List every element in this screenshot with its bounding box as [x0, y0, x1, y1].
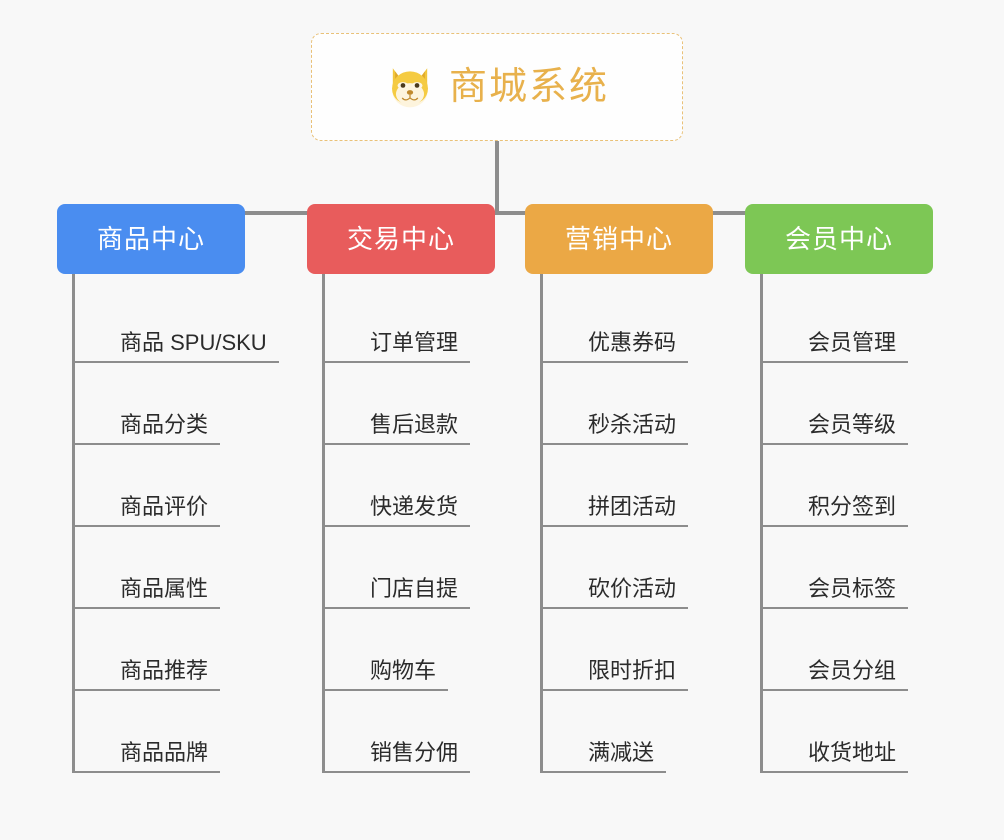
- leaf-item[interactable]: 商品属性: [75, 527, 245, 609]
- leaf-label: 砍价活动: [588, 575, 677, 601]
- leaf-item[interactable]: 商品分类: [75, 363, 245, 445]
- leaf-label: 门店自提: [370, 575, 459, 601]
- category-header-4[interactable]: 会员中心: [745, 204, 933, 274]
- leaf-item[interactable]: 商品评价: [75, 445, 245, 527]
- root-title: 商城系统: [448, 66, 609, 108]
- category-column-3: 营销中心 优惠券码 秒杀活动 拼团活动 砍价活动 限时折扣 满减送: [525, 204, 713, 773]
- leaf-label: 会员分组: [808, 657, 897, 683]
- connector-root-stem: [495, 141, 499, 213]
- category-column-4: 会员中心 会员管理 会员等级 积分签到 会员标签 会员分组 收货地址: [745, 204, 933, 773]
- leaf-label: 优惠券码: [588, 329, 677, 355]
- leaf-item[interactable]: 会员等级: [763, 363, 933, 445]
- leaf-label: 销售分佣: [370, 739, 459, 765]
- leaf-item[interactable]: 满减送: [543, 691, 713, 773]
- root-node[interactable]: 商城系统: [311, 33, 683, 141]
- leaf-label: 快递发货: [370, 493, 459, 519]
- shiba-dog-face-icon: [392, 68, 428, 108]
- leaf-label: 满减送: [588, 739, 655, 765]
- leaf-item[interactable]: 商品推荐: [75, 609, 245, 691]
- leaf-label: 商品属性: [120, 575, 209, 601]
- category-column-1: 商品中心 商品 SPU/SKU 商品分类 商品评价 商品属性 商品推荐 商品品牌: [57, 204, 279, 773]
- leaf-item[interactable]: 门店自提: [325, 527, 495, 609]
- leaf-item[interactable]: 会员分组: [763, 609, 933, 691]
- leaf-item[interactable]: 订单管理: [325, 281, 495, 363]
- leaf-label: 商品分类: [120, 411, 209, 437]
- leaf-item[interactable]: 购物车: [325, 609, 495, 691]
- leaf-item[interactable]: 会员标签: [763, 527, 933, 609]
- leaf-item[interactable]: 快递发货: [325, 445, 495, 527]
- leaf-label: 会员标签: [808, 575, 897, 601]
- leaf-list-2: 订单管理 售后退款 快递发货 门店自提 购物车 销售分佣: [322, 274, 495, 773]
- leaf-label: 购物车: [370, 657, 437, 683]
- leaf-label: 会员等级: [808, 411, 897, 437]
- leaf-item[interactable]: 秒杀活动: [543, 363, 713, 445]
- leaf-label: 秒杀活动: [588, 411, 677, 437]
- leaf-item[interactable]: 商品 SPU/SKU: [75, 281, 279, 363]
- leaf-item[interactable]: 优惠券码: [543, 281, 713, 363]
- leaf-item[interactable]: 会员管理: [763, 281, 933, 363]
- category-label-3: 营销中心: [564, 224, 673, 254]
- category-header-3[interactable]: 营销中心: [525, 204, 713, 274]
- leaf-label: 收货地址: [808, 739, 897, 765]
- leaf-item[interactable]: 商品品牌: [75, 691, 245, 773]
- leaf-label: 商品推荐: [120, 657, 209, 683]
- leaf-label: 商品品牌: [120, 739, 209, 765]
- leaf-label: 积分签到: [808, 493, 897, 519]
- category-column-2: 交易中心 订单管理 售后退款 快递发货 门店自提 购物车 销售分佣: [307, 204, 495, 773]
- leaf-item[interactable]: 砍价活动: [543, 527, 713, 609]
- leaf-label: 售后退款: [370, 411, 459, 437]
- leaf-item[interactable]: 售后退款: [325, 363, 495, 445]
- leaf-label: 商品 SPU/SKU: [120, 329, 267, 355]
- category-label-1: 商品中心: [96, 224, 205, 254]
- leaf-list-3: 优惠券码 秒杀活动 拼团活动 砍价活动 限时折扣 满减送: [540, 274, 713, 773]
- leaf-item[interactable]: 收货地址: [763, 691, 933, 773]
- leaf-label: 订单管理: [370, 329, 459, 355]
- leaf-label: 会员管理: [808, 329, 897, 355]
- category-label-2: 交易中心: [346, 224, 455, 254]
- leaf-item[interactable]: 限时折扣: [543, 609, 713, 691]
- leaf-item[interactable]: 销售分佣: [325, 691, 495, 773]
- category-header-1[interactable]: 商品中心: [57, 204, 245, 274]
- leaf-list-1: 商品 SPU/SKU 商品分类 商品评价 商品属性 商品推荐 商品品牌: [72, 274, 279, 773]
- leaf-label: 商品评价: [120, 493, 209, 519]
- leaf-list-4: 会员管理 会员等级 积分签到 会员标签 会员分组 收货地址: [760, 274, 933, 773]
- category-label-4: 会员中心: [784, 224, 893, 254]
- leaf-label: 限时折扣: [588, 657, 677, 683]
- leaf-label: 拼团活动: [588, 493, 677, 519]
- leaf-item[interactable]: 拼团活动: [543, 445, 713, 527]
- leaf-item[interactable]: 积分签到: [763, 445, 933, 527]
- category-header-2[interactable]: 交易中心: [307, 204, 495, 274]
